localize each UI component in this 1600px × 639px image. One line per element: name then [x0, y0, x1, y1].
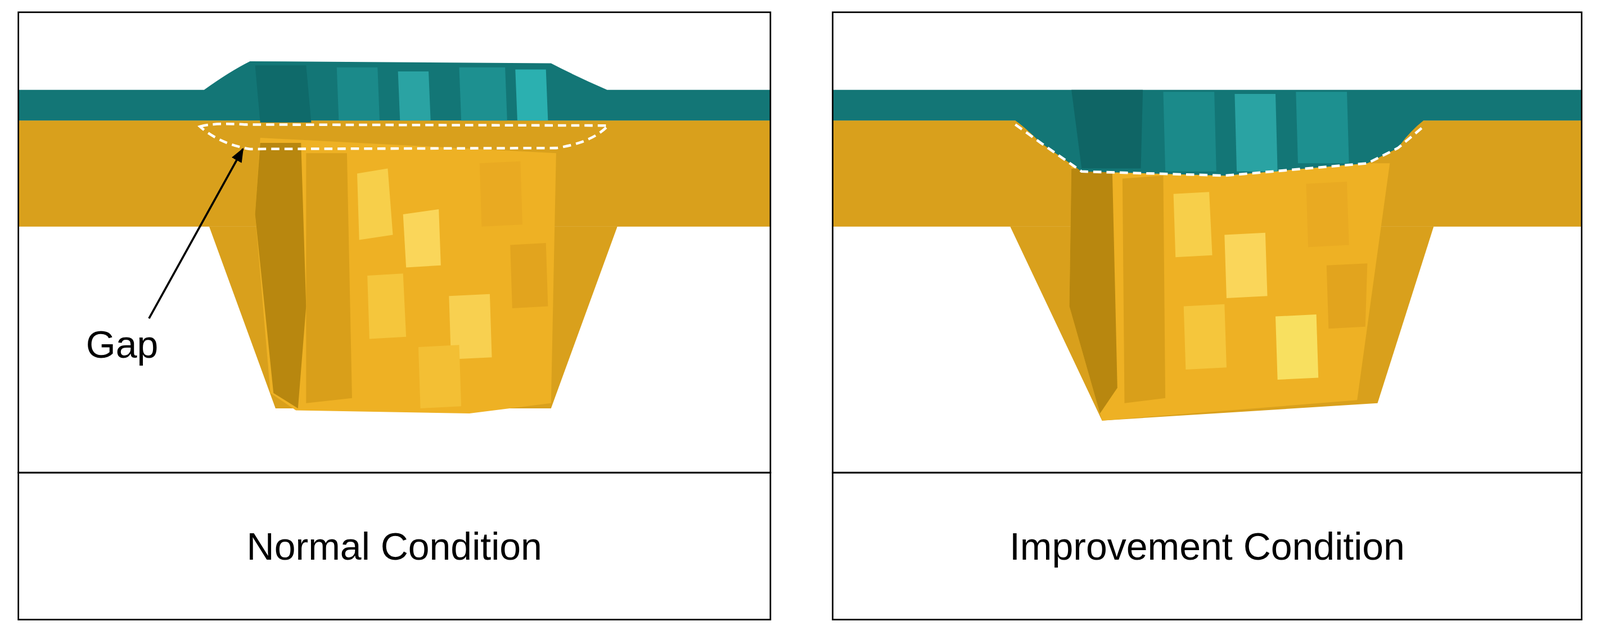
improved-section-shape	[1224, 232, 1268, 299]
normal-section-shape	[255, 142, 307, 409]
improved-section-shape	[1326, 263, 1368, 329]
improved-section-shape	[1305, 181, 1349, 247]
normal-section-shape	[418, 344, 462, 409]
normal-section-shape	[200, 123, 609, 150]
improved-section-shape	[1275, 314, 1319, 380]
caption-band: Normal Condition	[18, 472, 771, 620]
normal-section-shape	[367, 273, 407, 339]
normal-section-shape	[398, 71, 431, 121]
improved-section-shape	[832, 89, 1583, 176]
caption-band: Improvement Condition	[832, 472, 1583, 620]
normal-section	[18, 61, 771, 414]
caption-text: Normal Condition	[246, 524, 543, 569]
normal-section-shape	[510, 242, 548, 309]
caption-frame	[832, 472, 1583, 620]
caption-text: Improvement Condition	[1009, 524, 1405, 569]
improved-section	[832, 89, 1583, 421]
normal-section-shape	[458, 67, 507, 121]
normal-section-shape	[479, 161, 523, 227]
improved-section-shape	[1173, 191, 1213, 258]
improved-section-shape	[1234, 93, 1278, 172]
normal-section-shape	[255, 137, 557, 414]
improved-section-shape	[1295, 91, 1349, 164]
gap-label: Gap	[83, 322, 161, 367]
normal-section-shape	[336, 67, 380, 121]
panel-frame	[18, 12, 771, 473]
improved-section-shape	[1015, 124, 1424, 176]
normal-section-shape	[305, 152, 353, 404]
improved-section-shape	[1163, 91, 1216, 172]
normal-section-shape	[18, 61, 771, 121]
improved-section-shape	[1122, 175, 1166, 404]
normal-section-shape	[255, 65, 312, 123]
normal-section-shape	[357, 168, 394, 240]
improved-section-shape	[1069, 168, 1118, 414]
panel-frame	[832, 12, 1583, 473]
caption-frame	[18, 472, 771, 620]
improved-section-shape	[1071, 89, 1143, 169]
improved-section-shape	[1183, 304, 1227, 370]
normal-section-shape	[515, 69, 548, 121]
normal-section-shape	[403, 209, 441, 268]
leader-arrow	[149, 149, 243, 319]
improved-section-shape	[1069, 163, 1391, 421]
